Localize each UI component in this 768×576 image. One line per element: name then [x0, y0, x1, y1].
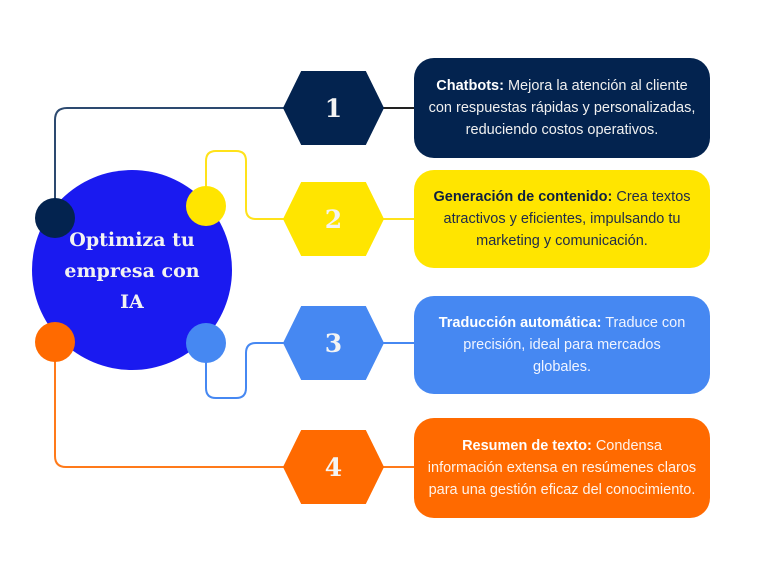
card-3-body: Traducción automática: Traduce con preci…	[436, 312, 688, 378]
card-4-body: Resumen de texto: Condensa información e…	[424, 435, 700, 501]
hexagon-4: 4	[283, 430, 384, 504]
card-generacion-contenido: Generación de contenido: Crea textos atr…	[414, 170, 710, 268]
dot-3	[186, 323, 226, 363]
card-3-text: Traduce con precisión, ideal para mercad…	[463, 315, 686, 375]
card-traduccion-automatica: Traducción automática: Traduce con preci…	[414, 296, 710, 394]
dot-2	[186, 186, 226, 226]
card-1-text: Mejora la atención al cliente con respue…	[428, 78, 696, 138]
dot-4	[35, 322, 75, 362]
card-resumen-texto: Resumen de texto: Condensa información e…	[414, 418, 710, 518]
hub-title: Optimiza tu empresa con IA	[64, 228, 200, 313]
connector-1	[54, 107, 300, 200]
connector-2	[205, 150, 300, 220]
card-chatbots: Chatbots: Mejora la atención al cliente …	[414, 58, 710, 158]
card-1-body: Chatbots: Mejora la atención al cliente …	[424, 75, 700, 141]
card-3-title: Traducción automática:	[438, 315, 602, 331]
card-4-title: Resumen de texto:	[462, 438, 592, 454]
hexagon-1: 1	[283, 71, 384, 145]
hexagon-2-number: 2	[324, 204, 343, 234]
connector-4	[54, 360, 300, 468]
hexagon-3: 3	[283, 306, 384, 380]
connector-3	[205, 342, 300, 399]
dot-1	[35, 198, 75, 238]
hexagon-4-number: 4	[324, 452, 343, 482]
card-1-title: Chatbots:	[436, 78, 504, 94]
card-2-text: Crea textos atractivos y eficientes, imp…	[443, 189, 691, 249]
hexagon-1-number: 1	[324, 93, 343, 123]
card-2-title: Generación de contenido:	[433, 189, 613, 205]
hexagon-3-number: 3	[324, 328, 343, 358]
hexagon-2: 2	[283, 182, 384, 256]
card-2-body: Generación de contenido: Crea textos atr…	[424, 186, 700, 252]
card-4-text: Condensa información extensa en resúmene…	[427, 438, 697, 498]
